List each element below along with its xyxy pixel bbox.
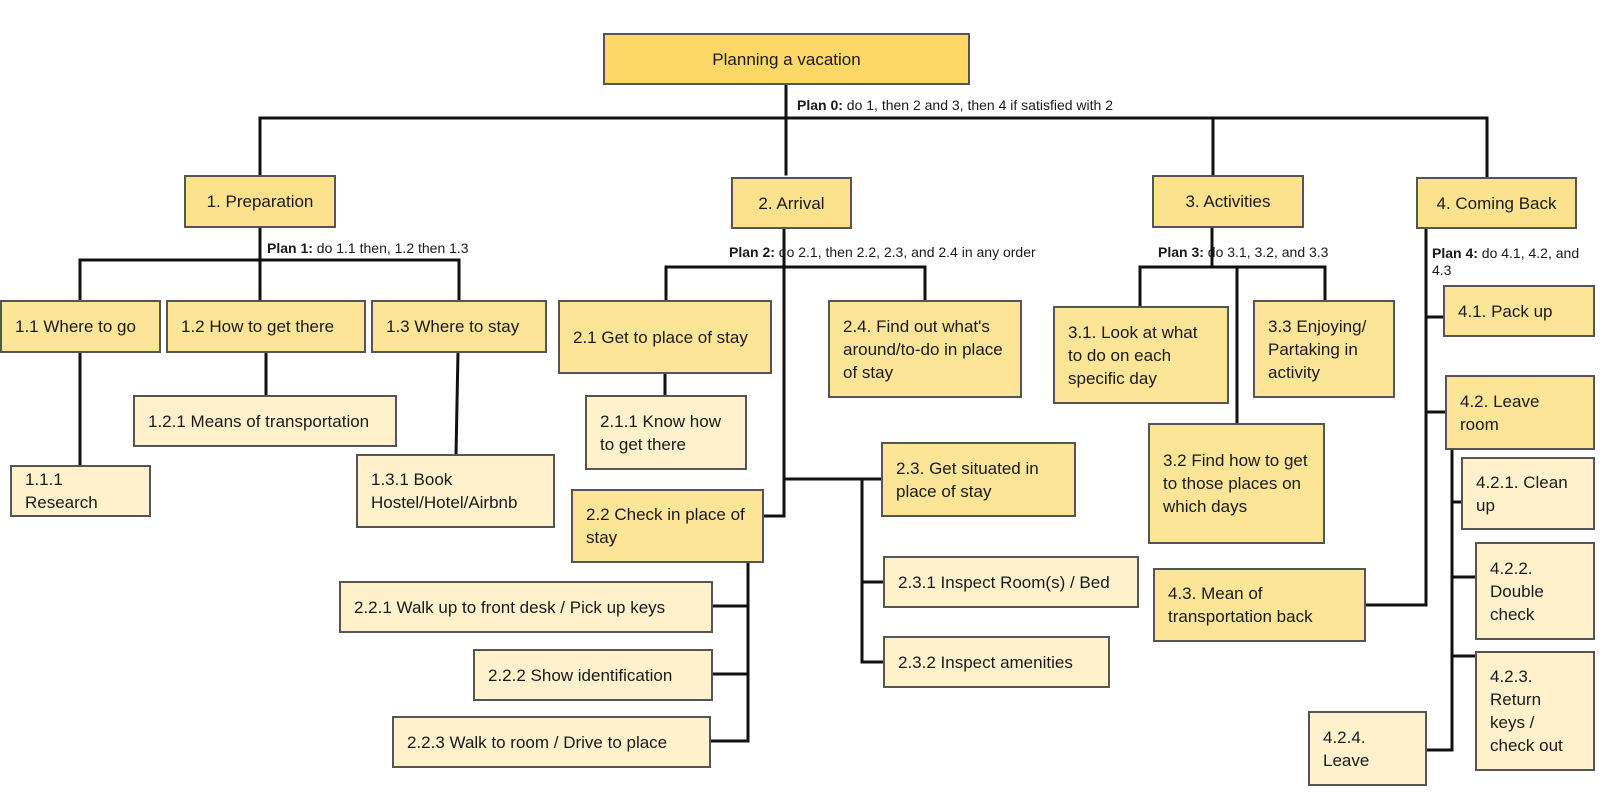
node-1-3-1-book: 1.3.1 Book Hostel/Hotel/Airbnb <box>356 454 555 528</box>
node-4-2-2-double-check: 4.2.2. Double check <box>1475 542 1595 640</box>
plan-1-text: do 1.1 then, 1.2 then 1.3 <box>312 240 469 256</box>
root-node: Planning a vacation <box>603 33 970 85</box>
plan-2: Plan 2: do 2.1, then 2.2, 2.3, and 2.4 i… <box>729 244 1036 261</box>
node-4-2-leave-room: 4.2. Leave room <box>1445 375 1595 450</box>
node-3-2-find-how: 3.2 Find how to get to those places on w… <box>1148 423 1325 544</box>
node-4-2-4-leave: 4.2.4. Leave <box>1308 711 1427 786</box>
node-1-3-where-to-stay: 1.3 Where to stay <box>371 300 547 353</box>
node-2-1-get-to-place: 2.1 Get to place of stay <box>558 300 772 374</box>
node-4-2-1-clean-up: 4.2.1. Clean up <box>1461 457 1595 530</box>
node-2-arrival: 2. Arrival <box>731 177 852 229</box>
node-2-4-find-out: 2.4. Find out what's around/to-do in pla… <box>828 300 1022 398</box>
node-2-3-2-inspect-amenities: 2.3.2 Inspect amenities <box>883 636 1110 688</box>
node-2-2-2-show-id: 2.2.2 Show identification <box>473 649 713 701</box>
node-4-1-pack-up: 4.1. Pack up <box>1443 285 1595 337</box>
plan-0: Plan 0: do 1, then 2 and 3, then 4 if sa… <box>797 97 1113 114</box>
plan-3-label: Plan 3: <box>1158 244 1204 260</box>
node-2-3-get-situated: 2.3. Get situated in place of stay <box>881 442 1076 517</box>
plan-4-text: do 4.1, 4.2, and 4.3 <box>1432 245 1580 278</box>
plan-0-label: Plan 0: <box>797 97 843 113</box>
node-1-2-1-means-of-transportation: 1.2.1 Means of transportation <box>133 395 397 447</box>
node-4-coming-back: 4. Coming Back <box>1416 177 1577 229</box>
node-4-2-3-return-keys: 4.2.3. Return keys / check out <box>1475 651 1595 771</box>
plan-1: Plan 1: do 1.1 then, 1.2 then 1.3 <box>267 240 469 257</box>
plan-2-text: do 2.1, then 2.2, 2.3, and 2.4 in any or… <box>774 244 1036 260</box>
node-2-2-1-walk-up: 2.2.1 Walk up to front desk / Pick up ke… <box>339 581 713 633</box>
node-2-1-1-know-how: 2.1.1 Know how to get there <box>585 395 747 470</box>
plan-3-text: do 3.1, 3.2, and 3.3 <box>1203 244 1329 260</box>
plan-2-label: Plan 2: <box>729 244 775 260</box>
node-1-2-how-to-get-there: 1.2 How to get there <box>166 300 366 353</box>
node-2-3-1-inspect-room: 2.3.1 Inspect Room(s) / Bed <box>883 556 1139 608</box>
node-3-activities: 3. Activities <box>1152 175 1304 228</box>
plan-3: Plan 3: do 3.1, 3.2, and 3.3 <box>1158 244 1328 261</box>
node-1-1-1-research: 1.1.1 Research <box>10 465 151 517</box>
node-3-1-look-at-what: 3.1. Look at what to do on each specific… <box>1053 306 1229 404</box>
node-2-2-3-walk-to-room: 2.2.3 Walk to room / Drive to place <box>392 716 711 768</box>
plan-4-label: Plan 4: <box>1432 245 1478 261</box>
node-3-3-enjoying: 3.3 Enjoying/ Partaking in activity <box>1253 300 1395 398</box>
plan-1-label: Plan 1: <box>267 240 313 256</box>
node-1-preparation: 1. Preparation <box>184 175 336 228</box>
plan-0-text: do 1, then 2 and 3, then 4 if satisfied … <box>842 97 1113 113</box>
node-2-2-check-in: 2.2 Check in place of stay <box>571 489 764 563</box>
plan-4: Plan 4: do 4.1, 4.2, and 4.3 <box>1432 245 1596 279</box>
node-1-1-where-to-go: 1.1 Where to go <box>0 300 161 353</box>
node-4-3-mean-of-transportation: 4.3. Mean of transportation back <box>1153 568 1366 642</box>
